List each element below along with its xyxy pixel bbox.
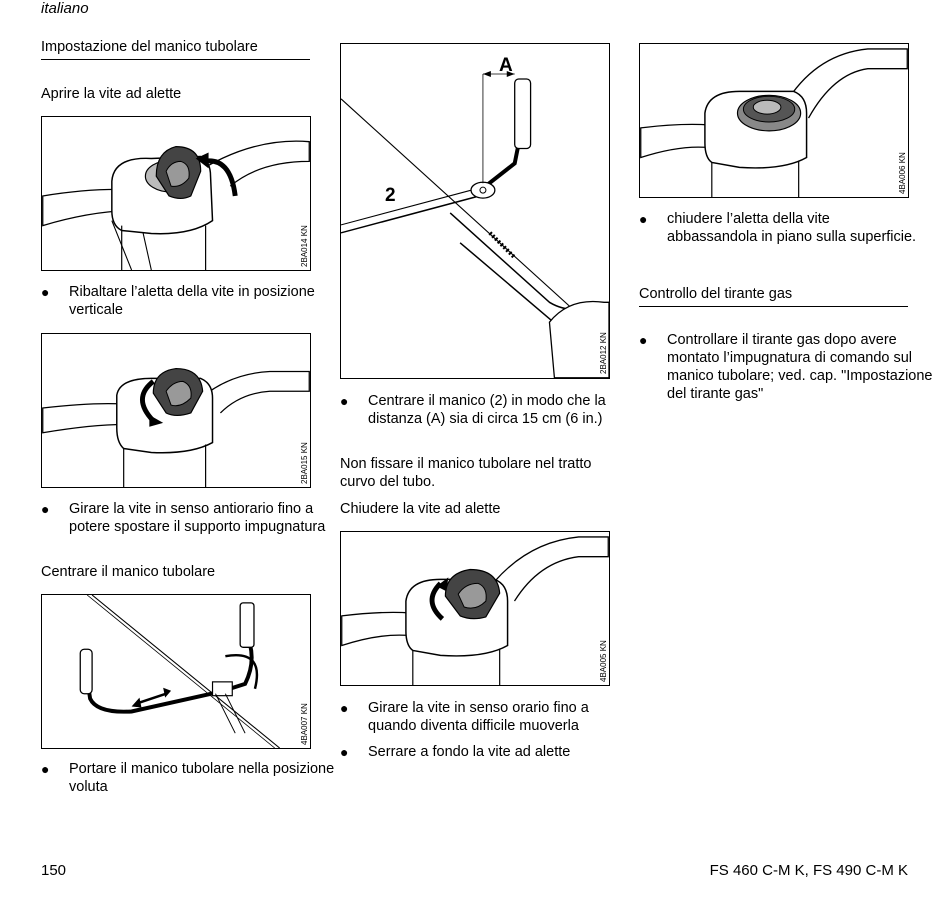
instruction-text: Girare la vite in senso antiorario fino … <box>69 501 326 535</box>
bullet-dot-icon: ● <box>340 700 349 716</box>
handle-distance-illustration <box>341 71 609 378</box>
figure-position-handle: 4BA007 KN <box>41 594 311 749</box>
bullet-dot-icon: ● <box>340 744 349 760</box>
instruction-item: ● Girare la vite in senso orario fino a … <box>340 699 638 735</box>
figure-code: 4BA006 KN <box>898 152 907 194</box>
bullet-dot-icon: ● <box>41 284 50 300</box>
instruction-text: Controllare il tirante gas dopo avere mo… <box>667 332 933 402</box>
figure-code: 4BA007 KN <box>300 703 309 745</box>
instruction-text: Centrare il manico (2) in modo che la di… <box>368 393 606 427</box>
figure-code: 2BA015 KN <box>300 442 309 484</box>
handle-clamp-illustration <box>42 140 310 270</box>
label-handle-2: 2 <box>385 185 396 206</box>
page-number: 150 <box>41 862 67 879</box>
instruction-text: Girare la vite in senso orario fino a qu… <box>368 700 589 734</box>
instruction-text: chiudere l’aletta della vite abbassandol… <box>667 211 917 245</box>
bullet-dot-icon: ● <box>639 332 648 348</box>
figure-code: 2BA014 KN <box>300 225 309 267</box>
subheading-open-wing-screw: Aprire la vite ad alette <box>41 86 182 102</box>
figure-code: 4BA005 KN <box>599 640 608 682</box>
model-name: FS 460 C-M K, FS 490 C-M K <box>709 862 908 879</box>
note-text: Non fissare il manico tubolare nel tratt… <box>340 456 592 490</box>
instruction-item: ● Centrare il manico (2) in modo che la … <box>340 392 638 428</box>
instruction-item: ● Serrare a fondo la vite ad alette <box>340 743 638 761</box>
label-distance-a: A <box>499 55 513 76</box>
instruction-item: ● Controllare il tirante gas dopo avere … <box>639 331 937 403</box>
bullet-dot-icon: ● <box>639 211 648 227</box>
figure-code: 2BA012 KN <box>599 332 608 374</box>
instruction-text: Serrare a fondo la vite ad alette <box>368 744 571 760</box>
figure-turn-screw-clockwise: 4BA005 KN <box>340 531 610 686</box>
bullet-dot-icon: ● <box>41 501 50 517</box>
section-title-throttle-cable: Controllo del tirante gas <box>639 285 908 307</box>
figure-handle-distance: A 2 2BA012 KN <box>340 43 610 379</box>
subheading-center-handle: Centrare il manico tubolare <box>41 564 216 580</box>
subheading-close-wing-screw: Chiudere la vite ad alette <box>340 501 501 517</box>
handle-position-illustration <box>79 595 280 748</box>
handle-clamp-illustration <box>42 367 310 487</box>
bullet-dot-icon: ● <box>340 393 349 409</box>
instruction-item: ● chiudere l’aletta della vite abbassand… <box>639 210 917 246</box>
handle-clamp-illustration <box>341 536 609 685</box>
instruction-text: Ribaltare l’aletta della vite in posizio… <box>69 284 315 318</box>
figure-open-wing-screw: 2BA014 KN <box>41 116 311 271</box>
bullet-dot-icon: ● <box>41 761 50 777</box>
instruction-text: Portare il manico tubolare nella posizio… <box>69 761 335 795</box>
instruction-item: ● Portare il manico tubolare nella posiz… <box>41 760 339 796</box>
figure-turn-screw-counterclockwise: 2BA015 KN <box>41 333 311 488</box>
handle-clamp-illustration <box>640 48 908 197</box>
section-title-handle-adjust: Impostazione del manico tubolare <box>41 38 310 60</box>
language-label: italiano <box>41 0 89 17</box>
figure-fold-down-wing: 4BA006 KN <box>639 43 909 198</box>
instruction-item: ● Ribaltare l’aletta della vite in posiz… <box>41 283 319 319</box>
instruction-item: ● Girare la vite in senso antiorario fin… <box>41 500 339 536</box>
